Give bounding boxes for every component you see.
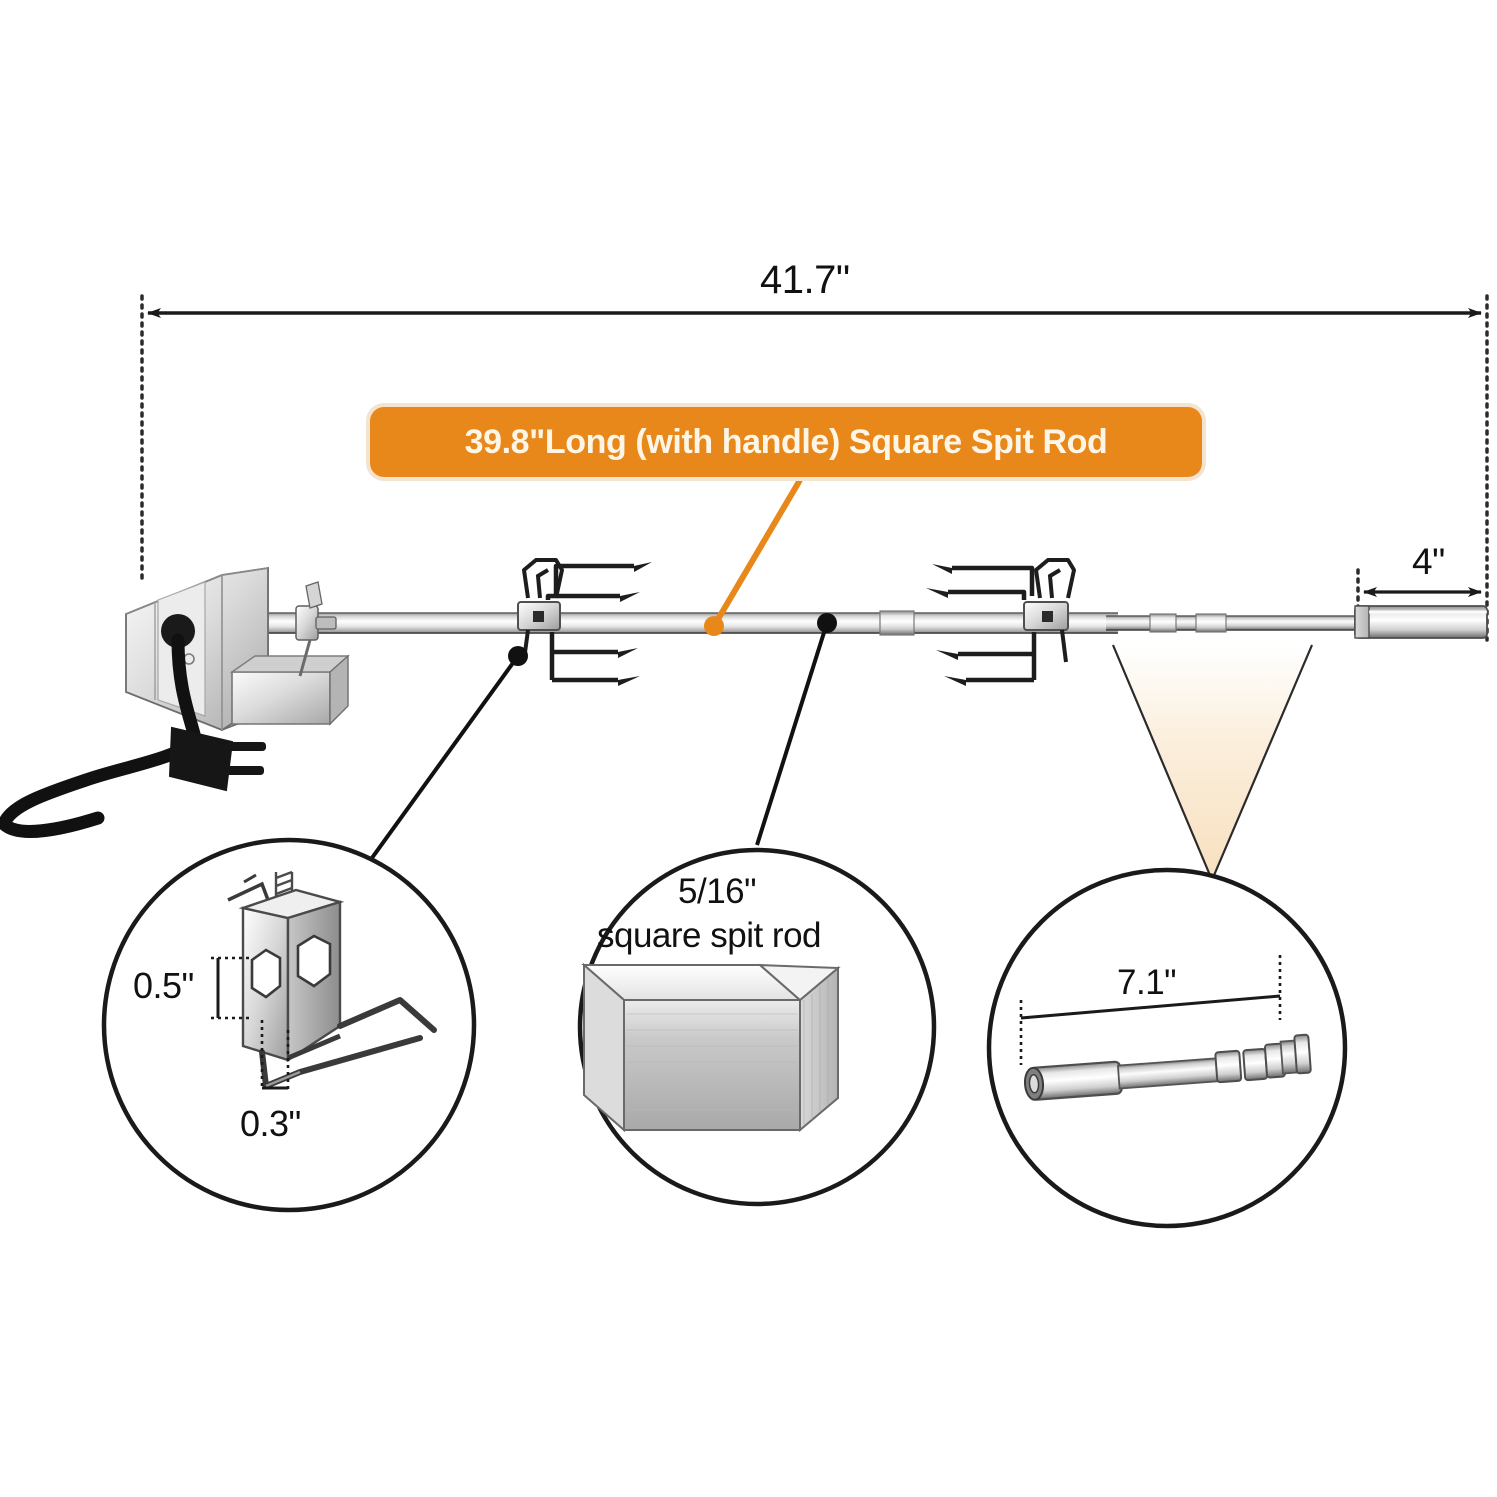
callout-label-bracket-thickness: 0.3" bbox=[240, 1103, 301, 1144]
rod-collar-2 bbox=[1149, 613, 1177, 633]
spit-rod-callout-banner[interactable]: 39.8"Long (with handle) Square Spit Rod bbox=[370, 407, 1202, 477]
square-rod-3d bbox=[581, 962, 841, 1133]
plug-prong-bottom bbox=[226, 766, 264, 775]
rod-collar-3 bbox=[1195, 613, 1227, 633]
plug-prong-top bbox=[228, 742, 266, 751]
center-callout-leader bbox=[755, 622, 829, 846]
callout-circle-square-rod bbox=[577, 847, 937, 1207]
banner-leader-dot bbox=[704, 616, 724, 636]
cord-grommet bbox=[161, 614, 195, 648]
dimension-total-length bbox=[140, 294, 1489, 642]
dimension-handle-rod-length bbox=[1019, 955, 1282, 1065]
spit-rod-thin-section bbox=[1106, 616, 1356, 630]
square-spit-rod bbox=[228, 605, 1488, 639]
dimension-label-total-length: 41.7" bbox=[760, 258, 850, 302]
callout-circle-handle-rod bbox=[986, 867, 1348, 1229]
rod-collar-1 bbox=[879, 610, 915, 636]
dimension-bracket-thickness bbox=[260, 1020, 290, 1090]
handle-collar-a bbox=[1214, 1049, 1243, 1084]
magnifier-cone bbox=[1111, 644, 1314, 881]
handle-collar-b bbox=[1242, 1047, 1269, 1082]
rotisserie-motor bbox=[125, 566, 350, 732]
meat-fork-left bbox=[517, 558, 652, 686]
callout-circle-fork-bracket bbox=[101, 837, 477, 1213]
dimension-label-handle-length: 4" bbox=[1412, 541, 1445, 582]
spit-rod-callout-banner-label: 39.8"Long (with handle) Square Spit Rod bbox=[464, 422, 1108, 461]
fork-set-screw-left bbox=[533, 611, 544, 622]
motor-mount-arm bbox=[231, 671, 331, 725]
callout-label-rod-description: square spit rod bbox=[597, 916, 822, 955]
banner-leader-line bbox=[711, 478, 803, 628]
left-callout-leader bbox=[354, 654, 520, 882]
fork-set-screw-right bbox=[1042, 611, 1053, 622]
power-plug bbox=[168, 726, 266, 792]
handle-end-cap bbox=[1293, 1033, 1312, 1075]
callout-label-rod-size: 5/16" bbox=[678, 872, 757, 911]
rod-clamp bbox=[295, 581, 337, 677]
fork-bracket-detail bbox=[227, 870, 437, 1089]
leader-lines bbox=[354, 478, 837, 882]
right-circle-outline bbox=[986, 867, 1348, 1229]
hex-hole-side bbox=[296, 934, 332, 988]
handle-rod-detail bbox=[1023, 1033, 1312, 1101]
spit-rod-body bbox=[228, 613, 1118, 633]
callout-label-handle-rod-length: 7.1" bbox=[1117, 963, 1177, 1002]
callout-label-bracket-height: 0.5" bbox=[133, 965, 194, 1006]
dimension-bracket-height bbox=[211, 956, 250, 1020]
meat-fork-right bbox=[926, 558, 1076, 686]
hex-hole-front bbox=[250, 948, 282, 999]
